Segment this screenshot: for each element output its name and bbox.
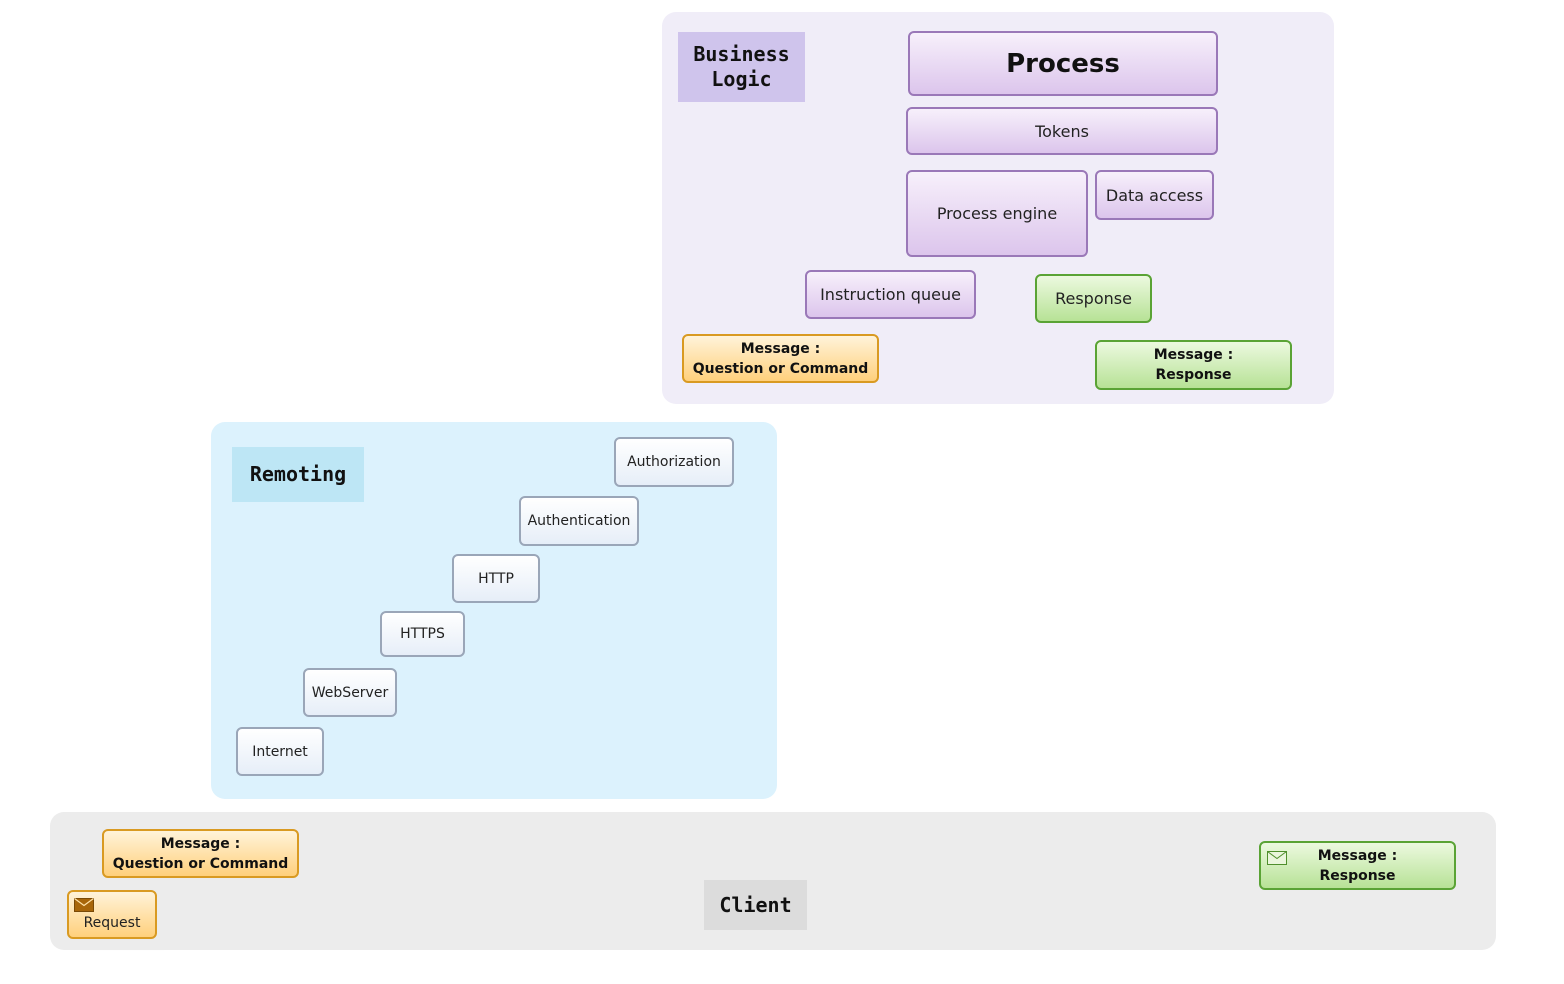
data-access-label: Data access bbox=[1105, 185, 1204, 205]
bl-message-request-title: Message : bbox=[740, 340, 821, 357]
client-message-response-type: Response bbox=[1319, 867, 1396, 884]
envelope-icon bbox=[74, 898, 94, 912]
remoting-label: Remoting bbox=[232, 447, 364, 502]
business-logic-label: Business Logic bbox=[678, 32, 805, 102]
authentication-node[interactable]: Authentication bbox=[519, 496, 639, 546]
client-message-request-title: Message : bbox=[160, 835, 241, 852]
bl-message-request-node[interactable]: Message : Question or Command bbox=[682, 334, 879, 383]
authentication-label: Authentication bbox=[527, 513, 631, 529]
client-message-request-node[interactable]: Message : Question or Command bbox=[102, 829, 299, 878]
data-access-node[interactable]: Data access bbox=[1095, 170, 1214, 220]
http-label: HTTP bbox=[478, 570, 514, 587]
client-message-request-type: Question or Command bbox=[112, 855, 289, 872]
internet-label: Internet bbox=[252, 743, 308, 760]
instruction-queue-label: Instruction queue bbox=[820, 285, 961, 304]
webserver-label: WebServer bbox=[311, 684, 389, 701]
bl-message-response-title: Message : bbox=[1153, 347, 1234, 363]
response-label: Response bbox=[1055, 289, 1132, 308]
process-node[interactable]: Process bbox=[908, 31, 1218, 96]
tokens-label: Tokens bbox=[1035, 121, 1089, 141]
process-engine-node[interactable]: Process engine bbox=[906, 170, 1088, 257]
client-label: Client bbox=[704, 880, 807, 930]
http-node[interactable]: HTTP bbox=[452, 554, 540, 603]
tokens-node[interactable]: Tokens bbox=[906, 107, 1218, 155]
webserver-node[interactable]: WebServer bbox=[303, 668, 397, 717]
bl-message-response-node[interactable]: Message : Response bbox=[1095, 340, 1292, 390]
https-node[interactable]: HTTPS bbox=[380, 611, 465, 657]
authorization-label: Authorization bbox=[627, 454, 721, 470]
response-node[interactable]: Response bbox=[1035, 274, 1152, 323]
request-node[interactable]: Request bbox=[67, 890, 157, 939]
bl-message-request-type: Question or Command bbox=[692, 360, 869, 377]
internet-node[interactable]: Internet bbox=[236, 727, 324, 776]
process-engine-label: Process engine bbox=[936, 204, 1058, 223]
instruction-queue-node[interactable]: Instruction queue bbox=[805, 270, 976, 319]
authorization-node[interactable]: Authorization bbox=[614, 437, 734, 487]
bl-message-response-type: Response bbox=[1155, 367, 1232, 383]
client-message-response-node[interactable]: Message : Response bbox=[1259, 841, 1456, 890]
process-label: Process bbox=[1006, 48, 1120, 79]
request-label: Request bbox=[83, 915, 141, 931]
envelope-outline-icon bbox=[1267, 851, 1287, 865]
https-label: HTTPS bbox=[400, 626, 445, 642]
client-message-response-title: Message : bbox=[1317, 847, 1398, 864]
